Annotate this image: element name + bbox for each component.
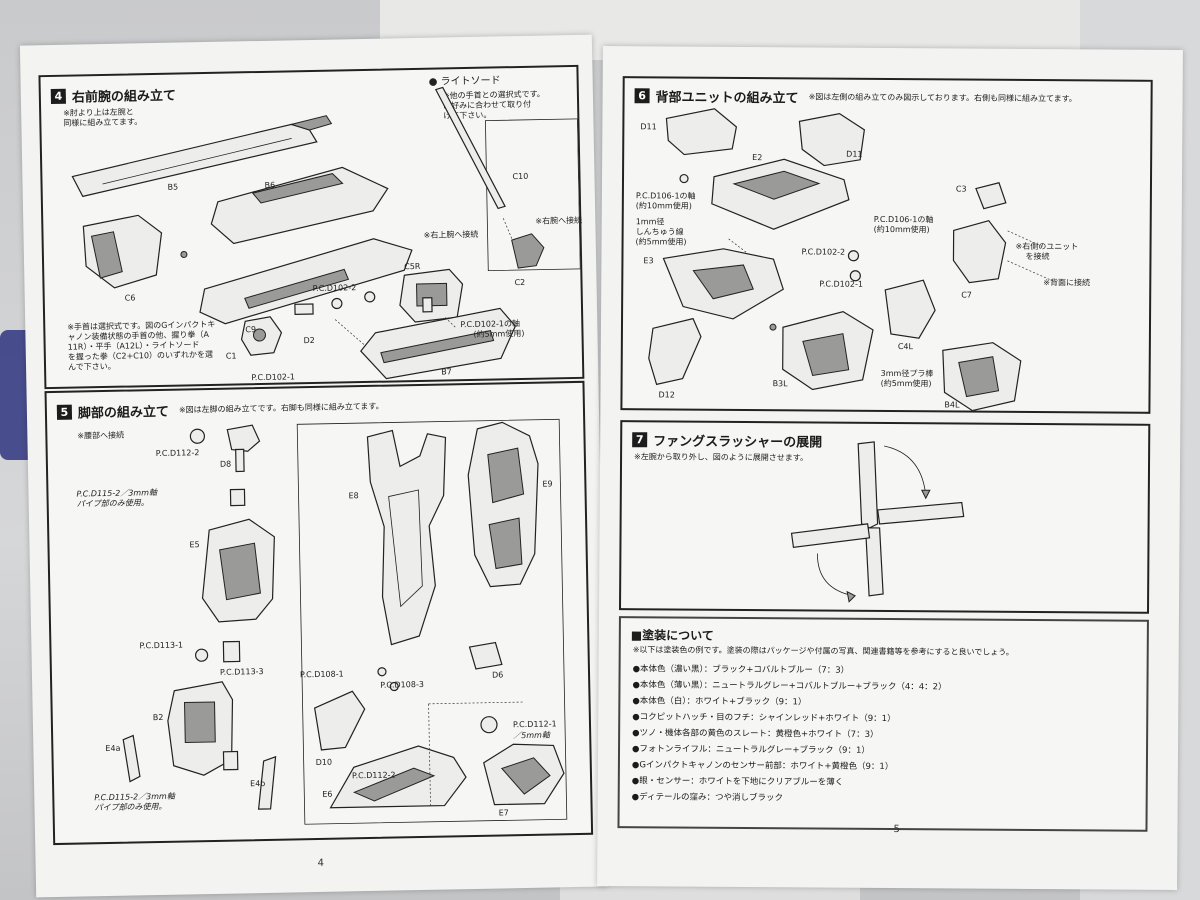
section-5-diagram bbox=[122, 418, 568, 825]
part-label: P.C.D112-2 bbox=[155, 448, 200, 459]
paint-color-row: ●コクピットハッチ・目のフチ：シャインレッド+ホワイト（9：1） bbox=[632, 712, 896, 725]
part-label: D2 bbox=[303, 335, 315, 346]
paint-color-row: ●ツノ・機体各部の黄色のスレート：黄橙色+ホワイト（7：3） bbox=[632, 728, 879, 740]
right-unit-connect-note-2: を接続 bbox=[1025, 251, 1050, 262]
manual-page-left: 4 右前腕の組み立て ※肘より上は左腕と 同様に組み立てます。 ● ライトソード… bbox=[19, 34, 609, 898]
page-number-right: 5 bbox=[893, 824, 900, 836]
section-4-diagram bbox=[71, 86, 581, 380]
manual-page-right: 6 背部ユニットの組み立て ※図は左側の組み立てのみ図示しております。右側も同様… bbox=[597, 45, 1183, 891]
part-label: D12 bbox=[658, 390, 675, 400]
paint-color-row: ●本体色（薄い黒）：ニュートラルグレー+コバルトブルー+ブラック（4：4：2） bbox=[632, 680, 947, 693]
part-label: P.C.D112-1 bbox=[512, 719, 557, 730]
part-label: (約5mm使用) bbox=[880, 378, 932, 389]
section-6-diagram bbox=[648, 108, 1054, 412]
part-label: E5 bbox=[189, 540, 200, 550]
paint-color-row: ●Gインパクトキャノンのセンサー前部：ホワイト+黄橙色（9：1） bbox=[631, 760, 894, 773]
part-label: (約5mm使用) bbox=[635, 237, 687, 247]
part-label: P.C.D113-3 bbox=[219, 667, 264, 677]
part-label: C5R bbox=[404, 261, 421, 272]
part-label: C7 bbox=[961, 290, 972, 300]
back-connect-note: ※背面に接続 bbox=[1043, 278, 1091, 288]
part-label: C9 bbox=[245, 325, 257, 335]
upper-arm-connect-note: ※右上腕へ接続 bbox=[423, 229, 479, 240]
part-label: パイプ部のみ使用。 bbox=[76, 498, 149, 509]
part-label: B2 bbox=[152, 712, 164, 723]
part-label: (約10mm使用) bbox=[873, 224, 930, 235]
paint-color-row: ●眼・センサー：ホワイトを下地にクリアブルーを薄く bbox=[631, 776, 844, 788]
section-6-frame: 6 背部ユニットの組み立て ※図は左側の組み立てのみ図示しております。右側も同様… bbox=[620, 76, 1153, 414]
part-label: P.C.D108-3 bbox=[380, 679, 424, 690]
part-label: ／5mm軸 bbox=[513, 730, 550, 741]
part-label: P.C.D108-1 bbox=[299, 669, 344, 680]
part-label: E3 bbox=[643, 256, 654, 266]
part-label: B6 bbox=[264, 180, 276, 190]
part-label: パイプ部のみ使用。 bbox=[94, 801, 167, 813]
section-5-frame: 5 脚部の組み立て ※図は左脚の組み立てです。右脚も同様に組み立てます。 ※腰部… bbox=[44, 380, 594, 846]
part-label: E4b bbox=[250, 778, 266, 789]
part-label: P.C.D102-2 bbox=[312, 283, 357, 293]
paint-color-row: ●本体色（白）：ホワイト+ブラック（9：1） bbox=[632, 696, 807, 708]
part-label: P.C.D102-1 bbox=[251, 372, 296, 383]
part-label: E8 bbox=[348, 491, 359, 501]
painting-intro: ※以下は塗装色の例です。塗装の際はパッケージや付属の写真、関連書籍等を参考にする… bbox=[632, 645, 1014, 657]
section-7-diagram bbox=[790, 441, 965, 603]
section-4-frame: 4 右前腕の組み立て ※肘より上は左腕と 同様に組み立てます。 ● ライトソード… bbox=[38, 64, 585, 390]
part-label: C6 bbox=[124, 293, 136, 303]
part-label: B7 bbox=[441, 367, 452, 377]
part-label: B4L bbox=[944, 400, 960, 410]
painting-frame: ■塗装について ※以下は塗装色の例です。塗装の際はパッケージや付属の写真、関連書… bbox=[617, 616, 1149, 832]
part-label: E7 bbox=[498, 808, 509, 818]
part-label: (約10mm使用) bbox=[635, 201, 692, 211]
paint-color-row: ●本体色（濃い黒）：ブラック+コバルトブルー（7：3） bbox=[632, 664, 850, 676]
painting-title: ■塗装について bbox=[630, 628, 714, 643]
part-label: C10 bbox=[512, 171, 529, 182]
part-label: E2 bbox=[752, 153, 763, 163]
part-label: P.C.D102-2 bbox=[801, 247, 846, 257]
part-label: C2 bbox=[514, 277, 526, 288]
part-label: E4a bbox=[105, 743, 121, 754]
part-label: P.C.D113-1 bbox=[139, 640, 184, 651]
wrist-selection-note: ※手首は選択式です。図のGインパクトキ ャノン装備状態の手首の他、握り拳（A 1… bbox=[67, 319, 216, 372]
part-label: D11 bbox=[846, 149, 863, 159]
part-label: D8 bbox=[219, 459, 232, 469]
part-label: E9 bbox=[542, 479, 553, 489]
paint-color-row: ●ディテールの窪み：つや消しブラック bbox=[631, 792, 784, 804]
part-label: C3 bbox=[955, 184, 967, 194]
part-label: P.C.D112-2 bbox=[351, 770, 396, 781]
part-label: E6 bbox=[322, 789, 333, 799]
part-label: C4L bbox=[897, 342, 914, 352]
part-label: D10 bbox=[315, 757, 333, 768]
part-label: P.C.D102-1 bbox=[819, 279, 863, 289]
section-7-frame: 7 ファングスラッシャーの展開 ※左腕から取り外し、図のように展開させます。 bbox=[619, 420, 1151, 614]
right-arm-connect-note: ※右腕へ接続 bbox=[535, 215, 583, 226]
part-label: B3L bbox=[772, 379, 788, 389]
paint-color-row: ●フォトンライフル：ニュートラルグレー+ブラック（9：1） bbox=[631, 744, 870, 756]
page-number-left: 4 bbox=[317, 857, 325, 870]
part-label: D11 bbox=[640, 122, 657, 132]
part-label: D6 bbox=[491, 670, 504, 680]
part-label: B5 bbox=[167, 182, 179, 192]
part-label: (約5mm使用) bbox=[473, 328, 525, 339]
